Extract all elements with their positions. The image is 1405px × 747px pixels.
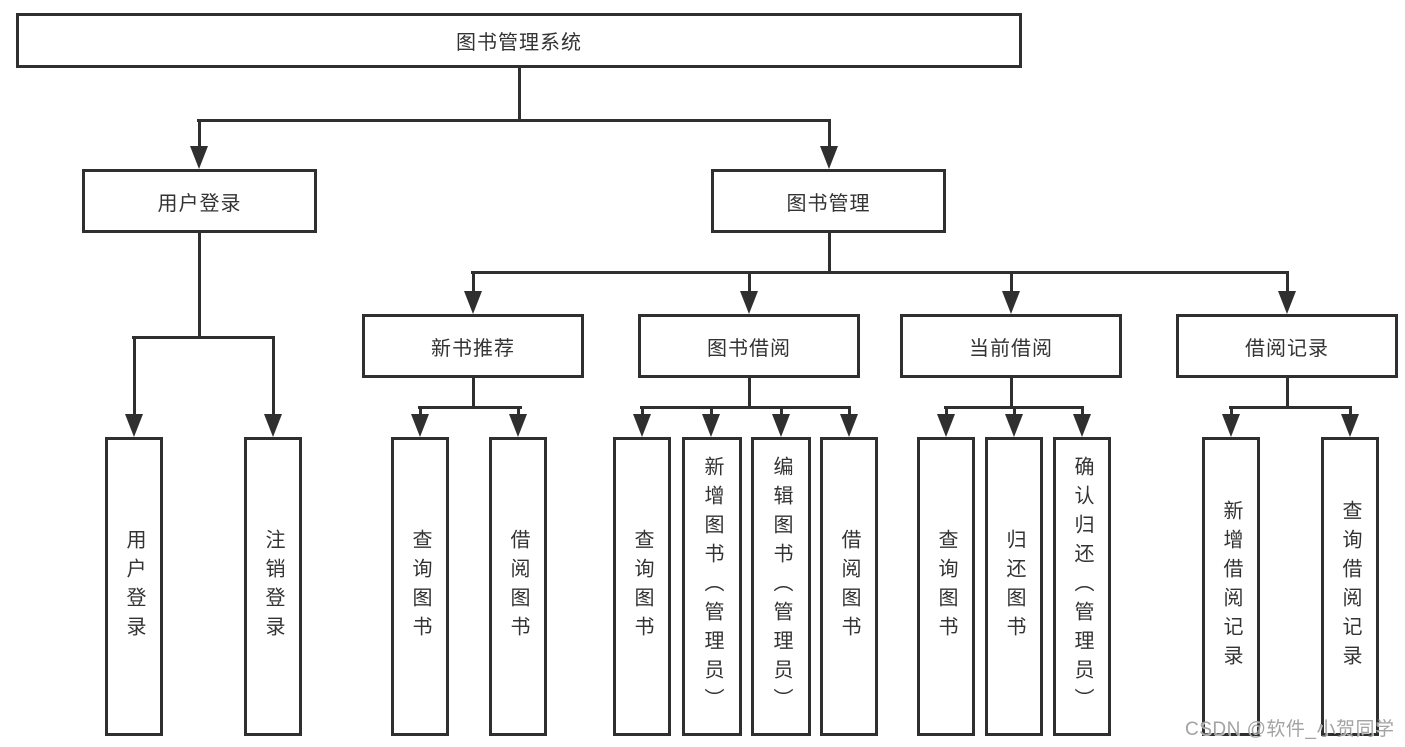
connector-current-borrow-stem <box>1010 376 1013 407</box>
arrowhead-leaf <box>1222 414 1240 437</box>
connector-leaf <box>1230 406 1233 414</box>
leaf-query-books-1: 查询图书 <box>391 437 449 736</box>
arrowhead-leaf <box>1005 414 1023 437</box>
node-label: 查询借阅记录 <box>1339 499 1361 674</box>
node-borrow-records: 借阅记录 <box>1176 314 1398 378</box>
connector-book-management-stem <box>828 232 831 271</box>
node-label: 注销登录 <box>262 528 284 645</box>
connector-to-leaf-logout <box>272 336 275 414</box>
node-label: 新增图书（管理员） <box>701 456 723 717</box>
node-label: 图书借阅 <box>707 337 791 360</box>
leaf-logout: 注销登录 <box>244 437 302 736</box>
leaf-query-books-2: 查询图书 <box>613 437 671 736</box>
node-label: 编辑图书（管理员） <box>770 456 792 717</box>
node-label: 归还图书 <box>1003 528 1025 645</box>
arrowhead-leaf <box>702 414 720 437</box>
node-label: 用户登录 <box>157 192 242 215</box>
connector-to-leaf-login <box>133 336 136 414</box>
leaf-return-books: 归还图书 <box>985 437 1043 736</box>
arrowhead-leaf <box>1073 414 1091 437</box>
leaf-add-books-admin: 新增图书（管理员） <box>682 437 742 736</box>
node-label: 新书推荐 <box>431 337 515 360</box>
connector-to-new-book <box>472 271 475 291</box>
connector-borrow-records-stem <box>1286 376 1289 407</box>
node-label: 图书管理系统 <box>456 32 582 54</box>
node-new-book-recommend: 新书推荐 <box>362 314 584 378</box>
connector-level2-bar <box>197 119 831 122</box>
connector-book-borrow-bar <box>640 406 851 409</box>
leaf-borrow-books-2: 借阅图书 <box>820 437 878 736</box>
connector-leaf <box>1349 406 1352 414</box>
connector-to-current-borrow <box>1010 271 1013 291</box>
arrowhead-leaf-login <box>125 414 143 437</box>
arrowhead-leaf <box>772 414 790 437</box>
arrowhead-new-book <box>464 291 482 314</box>
node-label: 确认归还（管理员） <box>1071 456 1093 717</box>
node-book-management: 图书管理 <box>711 169 946 233</box>
arrowhead-leaf <box>411 414 429 437</box>
connector-root-stem <box>518 66 521 119</box>
node-label: 当前借阅 <box>969 337 1053 360</box>
connector-to-user-login <box>198 119 201 147</box>
connector-new-book-bar <box>418 406 522 409</box>
leaf-query-books-3: 查询图书 <box>917 437 975 736</box>
connector-borrow-records-bar <box>1229 406 1352 409</box>
node-label: 借阅图书 <box>838 528 860 645</box>
node-book-borrow: 图书借阅 <box>638 314 860 378</box>
connector-leaf <box>517 406 520 414</box>
node-user-login: 用户登录 <box>82 169 317 233</box>
node-current-borrow: 当前借阅 <box>900 314 1122 378</box>
connector-to-book-borrow <box>748 271 751 291</box>
node-label: 借阅记录 <box>1245 337 1329 360</box>
connector-leaf <box>710 406 713 414</box>
arrowhead-borrow-records <box>1278 291 1296 314</box>
node-label: 借阅图书 <box>507 528 529 645</box>
connector-book-borrow-stem <box>748 376 751 407</box>
node-label: 用户登录 <box>123 528 145 645</box>
connector-leaf <box>419 406 422 414</box>
arrowhead-leaf <box>937 414 955 437</box>
arrowhead-current-borrow <box>1002 291 1020 314</box>
leaf-borrow-books-1: 借阅图书 <box>489 437 547 736</box>
connector-leaf <box>780 406 783 414</box>
connector-new-book-stem <box>472 376 475 407</box>
node-label: 查询图书 <box>409 528 431 645</box>
connector-level3-bar <box>471 271 1289 274</box>
node-label: 新增借阅记录 <box>1220 499 1242 674</box>
arrowhead-book-borrow <box>740 291 758 314</box>
connector-leaf <box>641 406 644 414</box>
node-label: 查询图书 <box>631 528 653 645</box>
connector-leaf <box>1013 406 1016 414</box>
arrowhead-user-login <box>190 146 208 169</box>
arrowhead-leaf <box>633 414 651 437</box>
connector-leaf <box>1081 406 1084 414</box>
node-label: 图书管理 <box>786 192 871 215</box>
leaf-add-borrow-record: 新增借阅记录 <box>1202 437 1260 736</box>
connector-leaf <box>848 406 851 414</box>
arrowhead-leaf <box>840 414 858 437</box>
leaf-confirm-return-admin: 确认归还（管理员） <box>1053 437 1111 736</box>
csdn-watermark: CSDN @软件_小贺同学 <box>1185 719 1395 740</box>
node-label: 查询图书 <box>935 528 957 645</box>
leaf-user-login: 用户登录 <box>105 437 163 736</box>
leaf-edit-books-admin: 编辑图书（管理员） <box>751 437 811 736</box>
connector-to-borrow-records <box>1286 271 1289 291</box>
arrowhead-leaf <box>1341 414 1359 437</box>
node-library-management-system: 图书管理系统 <box>16 13 1022 68</box>
arrowhead-leaf <box>509 414 527 437</box>
leaf-query-borrow-record: 查询借阅记录 <box>1321 437 1379 736</box>
arrowhead-book-management <box>820 146 838 169</box>
connector-user-login-bar <box>132 336 275 339</box>
connector-leaf <box>945 406 948 414</box>
connector-to-book-management <box>828 119 831 147</box>
connector-user-login-stem <box>198 232 201 337</box>
arrowhead-leaf-logout <box>264 414 282 437</box>
